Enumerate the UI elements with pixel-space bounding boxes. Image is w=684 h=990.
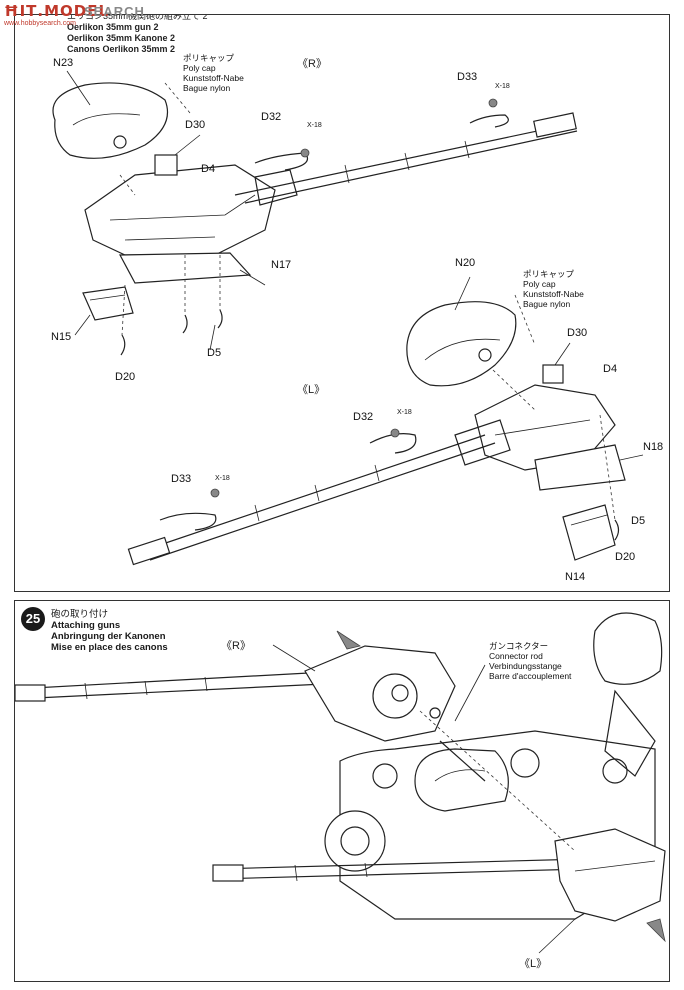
xref-x18-d33-left: X-18 xyxy=(215,475,230,482)
polycap-de: Kunststoff-Nabe xyxy=(183,73,244,83)
part-label-d32: D32 xyxy=(261,111,282,123)
polycap-callout-right: ポリキャップ Poly cap Kunststoff-Nabe Bague ny… xyxy=(183,53,244,93)
side-label-left-bottom: 《L》 xyxy=(519,958,548,970)
hatch-shape xyxy=(414,748,509,812)
part-label-n17: N17 xyxy=(271,259,292,271)
part-label-d30-left: D30 xyxy=(567,327,588,339)
connector-fr: Barre d'accouplement xyxy=(489,671,572,681)
side-label-right-bottom: 《R》 xyxy=(221,640,251,652)
part-label-d5-left: D5 xyxy=(631,515,646,527)
attaching-guns-panel: 25 砲の取り付け Attaching guns Anbringung der … xyxy=(14,600,670,982)
part-label-d4-left: D4 xyxy=(603,363,618,375)
part-label-d4: D4 xyxy=(201,163,216,175)
step-title-jp: 砲の取り付け xyxy=(51,609,109,620)
xref-x18-d32-left: X-18 xyxy=(397,409,412,416)
polycap-jp: ポリキャップ xyxy=(523,269,575,279)
mantlet-body-shape xyxy=(84,164,276,256)
connector-de: Verbindungsstange xyxy=(489,661,562,671)
block-d30-shape xyxy=(154,154,178,176)
part-label-d33-left: D33 xyxy=(171,473,192,485)
gun-assembly-panel: エリコン35mm機関砲の組み立て 2 Oerlikon 35mm gun 2 O… xyxy=(14,14,670,592)
part-label-d20-left: D20 xyxy=(615,551,636,563)
part-label-d20: D20 xyxy=(115,371,136,383)
insert-arrow-right xyxy=(336,630,362,650)
part-label-d5: D5 xyxy=(207,347,222,359)
part-label-n20: N20 xyxy=(455,257,476,269)
xref-x18-d32: X-18 xyxy=(307,122,322,129)
polycap-fr: Bague nylon xyxy=(183,83,231,93)
polycap-en: Poly cap xyxy=(523,279,556,289)
watermark: ĦΙΤ.MODEL SEARCH www.hobbysearch.com xyxy=(0,0,190,32)
watermark-url: www.hobbysearch.com xyxy=(4,20,76,27)
title-en: Oerlikon 35mm gun 2 xyxy=(67,22,159,32)
attaching-guns-drawing xyxy=(15,612,666,954)
polycap-jp: ポリキャップ xyxy=(183,53,235,63)
part-label-d33: D33 xyxy=(457,71,478,83)
polycap-de: Kunststoff-Nabe xyxy=(523,289,584,299)
box-n15-shape xyxy=(82,286,134,321)
cover-n23-shape xyxy=(52,82,169,159)
left-mantlet-shape xyxy=(554,828,666,922)
plate-n18-shape xyxy=(534,444,626,491)
right-gun-group xyxy=(52,70,578,356)
step-title: 砲の取り付け Attaching guns Anbringung der Kan… xyxy=(51,609,168,653)
polycap-en: Poly cap xyxy=(183,63,216,73)
connector-en: Connector rod xyxy=(489,651,543,661)
side-label-right: 《R》 xyxy=(297,58,327,70)
connector-jp: ガンコネクター xyxy=(489,641,549,651)
watermark-search: SEARCH xyxy=(84,4,145,19)
title-jp: エリコン35mm機関砲の組み立て 2 xyxy=(67,14,208,21)
title-de: Oerlikon 35mm Kanone 2 xyxy=(67,33,176,43)
step-title-de: Anbringung der Kanonen xyxy=(51,631,166,642)
step-title-en: Attaching guns xyxy=(51,620,121,631)
part-label-d30: D30 xyxy=(185,119,206,131)
box-n14-shape xyxy=(562,504,616,561)
title-fr: Canons Oerlikon 35mm 2 xyxy=(67,44,176,54)
gun-assembly-drawing xyxy=(52,70,644,566)
step-title-fr: Mise en place des canons xyxy=(51,642,168,653)
step-number-badge: 25 xyxy=(21,607,45,631)
watermark-logo: ĦΙΤ.MODEL xyxy=(4,2,110,20)
radar-dish-shape xyxy=(593,612,663,685)
polycap-fr: Bague nylon xyxy=(523,299,571,309)
polycap-callout-left: ポリキャップ Poly cap Kunststoff-Nabe Bague ny… xyxy=(523,269,584,309)
left-gun-group xyxy=(127,276,644,566)
cover-n20-shape xyxy=(406,301,517,387)
part-label-n23: N23 xyxy=(53,57,74,69)
part-label-n18: N18 xyxy=(643,441,664,453)
connector-rod-callout: ガンコネクター Connector rod Verbindungsstange … xyxy=(489,641,571,681)
block-d30-left-shape xyxy=(542,364,564,384)
part-label-n15: N15 xyxy=(51,331,72,343)
part-label-d32-left: D32 xyxy=(353,411,374,423)
panel-title: エリコン35mm機関砲の組み立て 2 Oerlikon 35mm gun 2 O… xyxy=(67,14,208,55)
xref-x18-d33: X-18 xyxy=(495,83,510,90)
part-label-n14: N14 xyxy=(565,571,586,583)
insert-arrow-left xyxy=(646,918,666,943)
side-label-left: 《L》 xyxy=(297,384,326,396)
